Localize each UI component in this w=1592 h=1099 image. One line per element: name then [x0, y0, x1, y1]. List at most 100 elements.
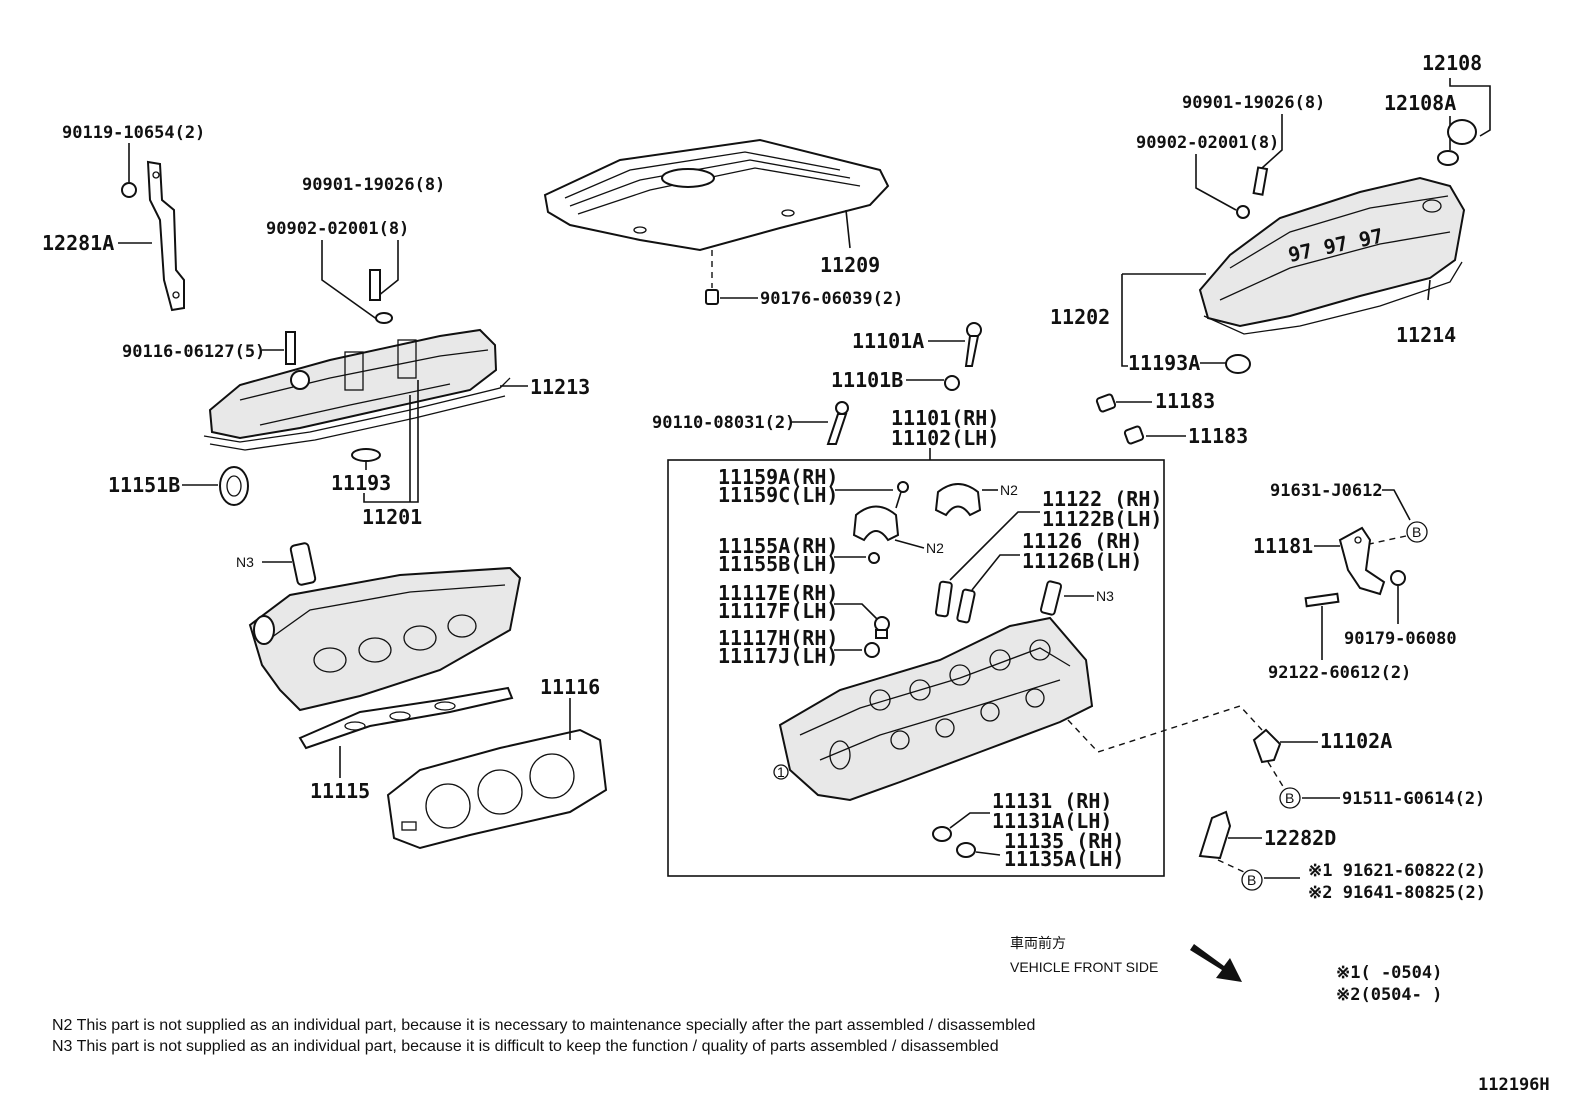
valve-guide-11122-icon	[934, 580, 953, 618]
legend-mark-1: ※1( -0504)	[1336, 963, 1442, 983]
label-11193: 11193	[331, 471, 391, 495]
label-91621-60822: ※1 91621-60822(2)	[1308, 861, 1486, 881]
camshaft-bearing-cap-b-icon	[934, 483, 982, 517]
label-11131A-lh: 11131A(LH)	[992, 809, 1112, 833]
marker-n3-box: N3	[1096, 588, 1114, 604]
bolt-11159-icon	[895, 481, 909, 509]
label-91631-J0612: 91631-J0612	[1270, 481, 1383, 501]
marker-b-2-icon	[1279, 787, 1301, 809]
marker-b-1-icon	[1406, 521, 1428, 543]
label-11181: 11181	[1253, 534, 1313, 558]
label-11151B: 11151B	[108, 473, 180, 497]
cylinder-head-cover-lh-icon	[208, 328, 498, 440]
label-12282D: 12282D	[1264, 826, 1336, 850]
valve-guide-n3-icon	[1039, 580, 1063, 616]
bolt-90119-10654-icon	[121, 143, 137, 198]
label-11202: 11202	[1050, 305, 1110, 329]
note-n2: N2 This part is not supplied as an indiv…	[52, 1017, 1035, 1034]
plug-11131-icon	[932, 826, 952, 842]
marker-1-icon	[773, 764, 789, 780]
label-11117H: 11117H(RH)	[718, 626, 838, 650]
sensor-11102A-icon	[1252, 728, 1282, 764]
label-11155A: 11155A(RH)	[718, 534, 838, 558]
marker-1: 1	[777, 764, 785, 780]
marker-n2-a: N2	[926, 540, 944, 556]
label-11214: 11214	[1396, 323, 1456, 347]
label-11131-rh: 11131 (RH)	[992, 789, 1112, 813]
pin-11155-icon	[868, 552, 880, 564]
label-11101-rh: 11101(RH)	[891, 406, 999, 430]
cylinder-head-icon	[778, 616, 1094, 802]
label-90179-06080: 90179-06080	[1344, 629, 1457, 649]
bracket-12281A-icon	[146, 160, 185, 312]
label-11159A: 11159A(RH)	[718, 465, 838, 489]
label-90901-19026-right: 90901-19026(8)	[1182, 93, 1325, 113]
cylinder-head-subassembly-frame	[667, 459, 1165, 877]
stud-92122-60612-icon	[1304, 592, 1340, 608]
label-11115: 11115	[310, 779, 370, 803]
label-11122B-lh: 11122B(LH)	[1042, 507, 1162, 531]
bracket-11181-icon	[1338, 526, 1386, 596]
label-11135A-lh: 11135A(LH)	[1004, 847, 1124, 871]
label-11201: 11201	[362, 505, 422, 529]
head-gasket-11116-icon	[386, 728, 608, 850]
marker-b-3-icon	[1241, 869, 1263, 891]
label-90110-08031: 90110-08031(2)	[652, 413, 795, 433]
label-91511-G0614: 91511-G0614(2)	[1342, 789, 1485, 809]
intake-manifold-icon	[248, 566, 522, 712]
label-11117E: 11117E(RH)	[718, 581, 838, 605]
label-11183-b: 11183	[1188, 424, 1248, 448]
bracket-12282D-icon	[1198, 810, 1232, 860]
label-90902-02001-left: 90902-02001(8)	[266, 219, 409, 239]
vehicle-front-label: VEHICLE FRONT SIDE	[1010, 959, 1158, 975]
label-11155B: 11155B(LH)	[718, 552, 838, 576]
bolt-11101A-icon	[964, 322, 982, 367]
vehicle-front-japanese: 車両前方	[1010, 935, 1066, 952]
gasket-11193-icon	[351, 448, 381, 462]
label-11102-lh: 11102(LH)	[891, 426, 999, 450]
label-11101A: 11101A	[852, 329, 924, 353]
label-11126-rh: 11126 (RH)	[1022, 529, 1142, 553]
washer-11101B-icon	[944, 375, 960, 391]
label-12281A: 12281A	[42, 231, 114, 255]
label-11183-a: 11183	[1155, 389, 1215, 413]
cylinder-head-cover-rh-icon: 97 97 97	[1198, 176, 1466, 328]
label-11135-rh: 11135 (RH)	[1004, 829, 1124, 853]
nut-90179-06080-icon	[1390, 570, 1406, 586]
label-11159C: 11159C(LH)	[718, 483, 838, 507]
marker-b-1: B	[1412, 524, 1421, 540]
note-n3: N3 This part is not supplied as an indiv…	[52, 1038, 999, 1055]
label-92122-60612: 92122-60612(2)	[1268, 663, 1411, 683]
engine-cover-11209-icon	[543, 138, 890, 252]
label-11126B-lh: 11126B(LH)	[1022, 549, 1142, 573]
label-11122-rh: 11122 (RH)	[1042, 487, 1162, 511]
diagram-id: 112196H	[1478, 1075, 1550, 1095]
marker-b-3: B	[1247, 872, 1256, 888]
label-11117F: 11117F(LH)	[718, 599, 838, 623]
label-11116: 11116	[540, 675, 600, 699]
label-90176-06039: 90176-06039(2)	[760, 289, 903, 309]
valve-guide-11126-icon	[956, 588, 976, 624]
marker-b-2: B	[1285, 790, 1294, 806]
oil-seal-11151B-icon	[219, 466, 249, 506]
label-90119-10654: 90119-10654(2)	[62, 123, 205, 143]
sleeve-n3-left-icon	[289, 542, 317, 586]
bolt-90901-19026-right-icon	[1236, 166, 1269, 219]
vehicle-front-arrow-icon	[1190, 944, 1242, 982]
marker-n3-left: N3	[236, 554, 254, 570]
legend-mark-2: ※2(0504- )	[1336, 985, 1442, 1005]
label-11101B: 11101B	[831, 368, 903, 392]
camshaft-bearing-cap-a-icon	[852, 505, 900, 542]
label-11213: 11213	[530, 375, 590, 399]
label-11102A: 11102A	[1320, 729, 1392, 753]
label-12108A: 12108A	[1384, 91, 1456, 115]
gasket-11115-icon	[298, 686, 514, 750]
bolt-90901-19026-left-icon	[369, 269, 393, 324]
stud-90116-06127-icon	[285, 331, 296, 365]
oil-filler-cap-12108-icon	[1437, 119, 1477, 166]
label-90116-06127: 90116-06127(5)	[122, 342, 265, 362]
plug-11117-ef-icon	[874, 616, 890, 639]
label-12108: 12108	[1422, 51, 1482, 75]
label-11193A: 11193A	[1128, 351, 1200, 375]
